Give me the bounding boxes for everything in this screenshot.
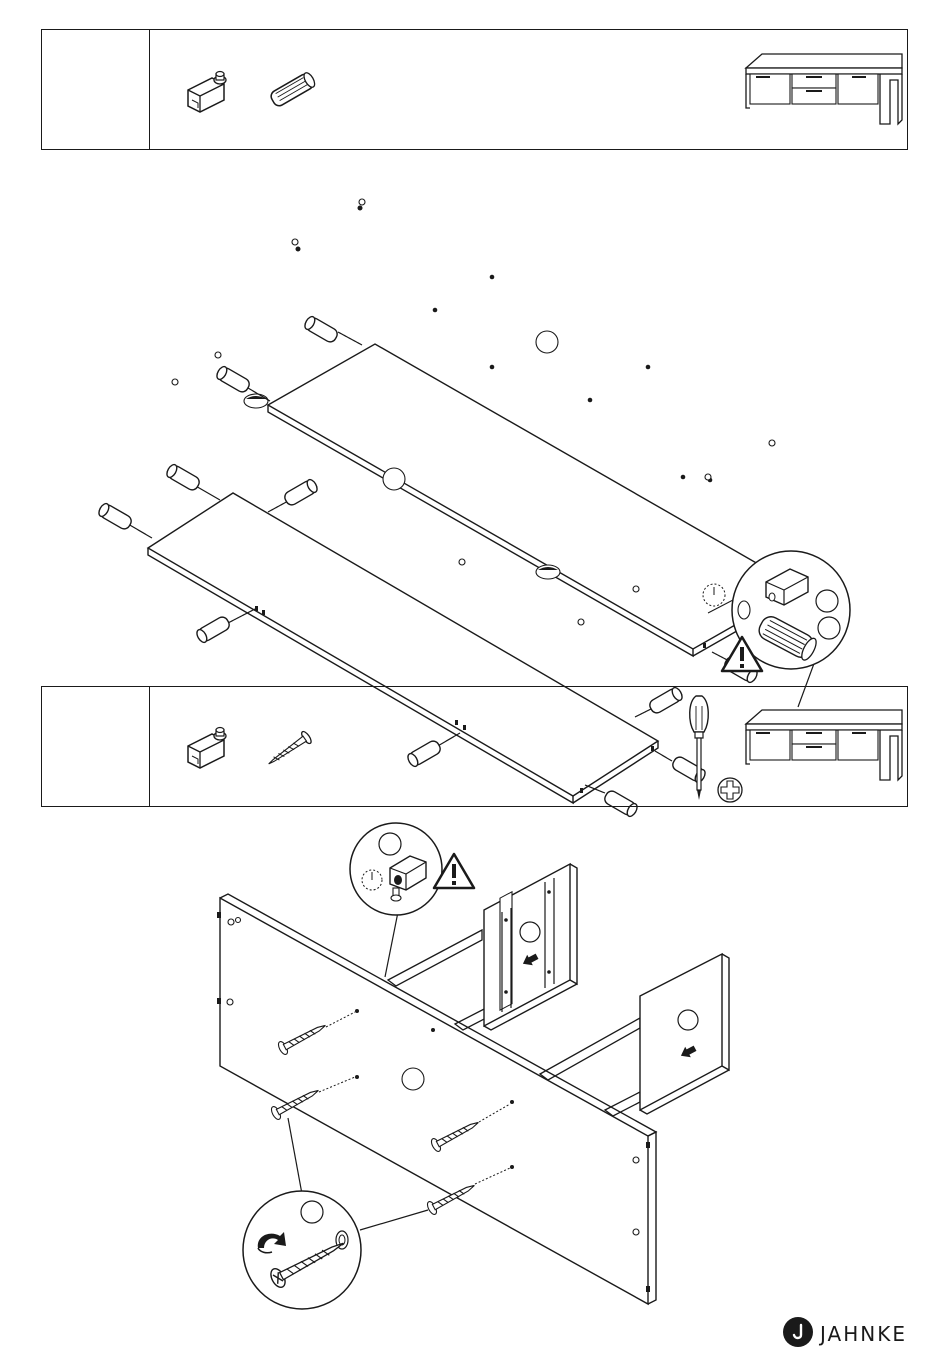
right-side-panel [640,954,729,1114]
tv-sideboard-icon [742,50,907,130]
cam-lock-connector-icon [182,70,237,115]
screw-detail-callout [243,1191,361,1309]
tv-sideboard-icon [742,706,907,786]
brand-logo: JAHNKE [782,1316,912,1350]
step-2-diagram [0,812,950,1317]
jahnke-logo-icon [782,1316,814,1348]
wooden-dowel-icon [262,70,322,110]
step-number-cell [42,687,150,806]
cam-lock-connector-icon [182,726,237,771]
middle-divider-panel [484,864,577,1030]
screw-icon [262,728,318,770]
step-1-diagram [0,155,950,680]
brand-name: JAHNKE [820,1322,907,1346]
cam-lock-detail-callout [350,823,442,915]
step-number-cell [42,30,150,149]
